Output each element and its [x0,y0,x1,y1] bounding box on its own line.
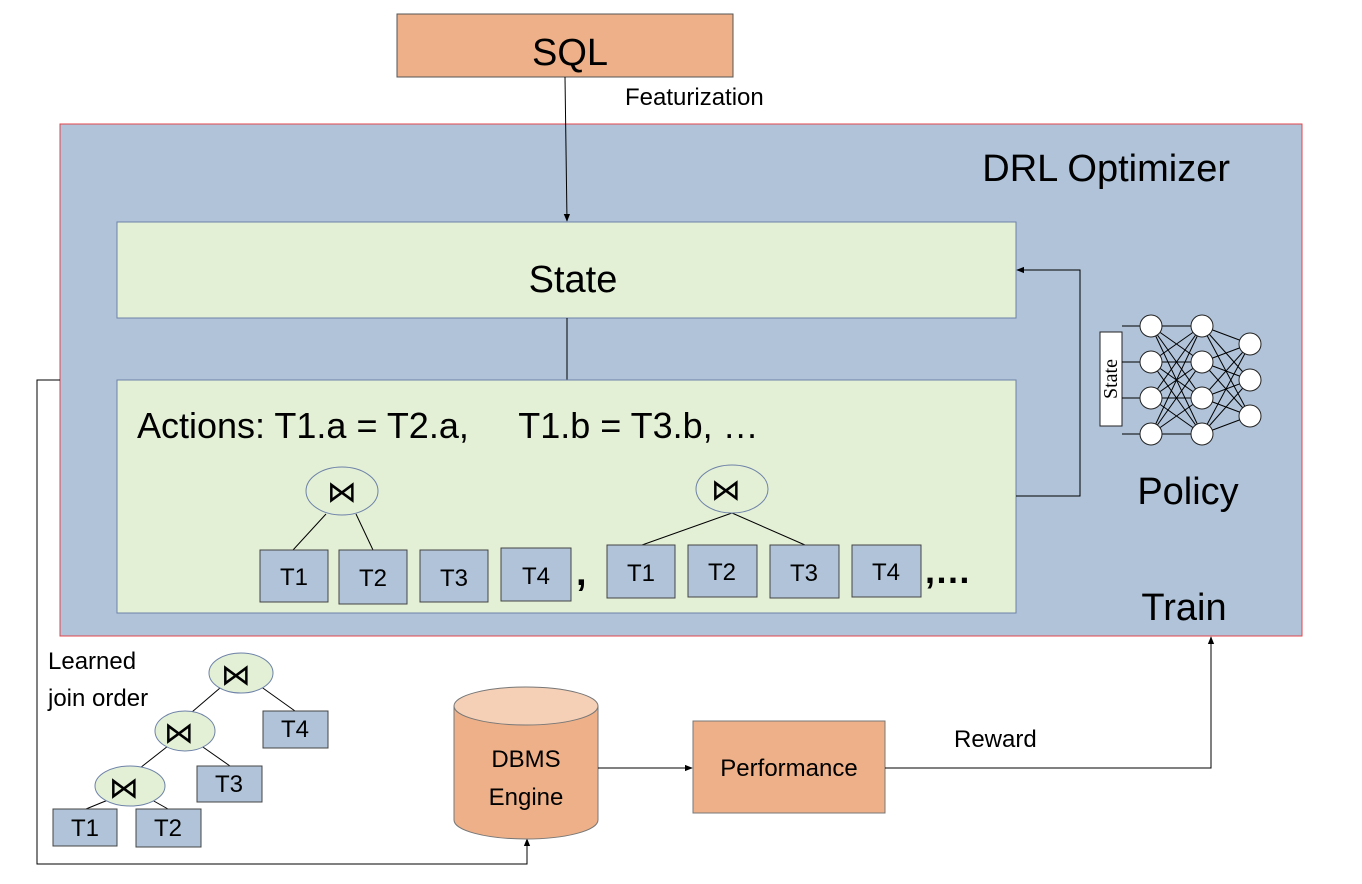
table-node-t2 [135,808,202,848]
join-symbol: ⋈ [711,474,741,507]
network-nodes [1139,314,1262,446]
sql-box [396,13,734,78]
network-neuron [1139,314,1163,338]
table-node-t2 [338,549,408,605]
tree-edge [139,745,169,769]
learned-label-line1: Learned [48,648,136,675]
learned-label-line2: join order [47,685,148,712]
continuation-ellipsis: ,… [925,550,971,591]
table-label: T3 [215,771,243,798]
reward-arrow [885,636,1215,769]
performance-box [692,720,886,814]
table-node-t3 [769,544,840,599]
policy-label: Policy [1137,471,1238,513]
table-label: T1 [280,564,308,591]
dbms-label-line1: DBMS [491,746,560,773]
table-label: T2 [708,559,736,586]
featurization-label: Featurization [625,84,764,111]
tree-edge [199,744,231,767]
network-edge [1150,325,1203,435]
table-node-t1 [259,549,329,603]
network-edge [1150,325,1203,399]
tree-edge [641,512,733,546]
table-label: T4 [872,559,900,586]
network-neuron [1139,350,1163,374]
tree-edge [731,512,806,546]
network-neuron [1238,404,1262,428]
cylinder-body [453,705,599,840]
action-join-tree-2: ⋈ T1 T2 T3 T4 ,… [606,464,971,599]
train-label: Train [1141,587,1226,629]
tree-edge [191,687,221,713]
join-node [305,466,379,516]
policy-feedback-arrow [1016,266,1081,497]
state-label: State [529,259,618,301]
performance-label: Performance [720,755,857,782]
table-node-t4 [851,544,922,598]
table-node-t4 [500,547,572,602]
network-neuron [1190,314,1214,338]
table-label: T2 [154,815,182,842]
dbms-label-line2: Engine [489,784,564,811]
dbms-engine-cylinder: DBMS Engine [453,686,599,840]
table-label: T4 [281,716,309,743]
tree-edge [85,799,109,810]
table-node-t1 [52,808,118,847]
optimizer-to-dbms-arrow [36,379,531,865]
network-neuron [1238,368,1262,392]
table-node-t1 [606,544,676,599]
tree-edge [151,799,169,810]
network-neuron [1190,422,1214,446]
cylinder-top [453,686,599,726]
tree-edge [259,685,296,712]
network-neuron [1190,386,1214,410]
network-edge [1150,361,1203,435]
table-label: T3 [440,565,468,592]
policy-state-tag [1099,331,1123,427]
tree-edge [292,513,327,551]
join-symbol: ⋈ [109,772,139,805]
featurization-arrow [563,76,571,222]
network-neuron [1238,332,1262,356]
join-node-bottom [94,765,166,807]
tree-edge [355,513,374,551]
table-label: T2 [359,565,387,592]
table-label: T4 [522,563,550,590]
table-node-t2 [687,544,758,598]
sql-label: SQL [532,32,608,74]
table-label: T3 [790,560,818,587]
join-node [695,464,769,514]
drl-optimizer-title: DRL Optimizer [982,148,1230,190]
network-neuron [1190,350,1214,374]
actions-label: Actions: T1.a = T2.a, T1.b = T3.b, … [137,405,759,446]
separator-comma: , [576,552,587,594]
action-join-tree-1: ⋈ T1 T2 T3 T4 , [259,466,587,605]
reward-label: Reward [954,726,1037,753]
join-node-middle [154,710,216,752]
network-edge [1201,343,1251,435]
table-label: T1 [627,560,655,587]
table-node-t3 [196,765,263,803]
join-symbol: ⋈ [327,476,357,509]
table-node-t3 [419,549,489,603]
join-symbol: ⋈ [164,717,194,750]
table-node-t4 [262,710,329,749]
join-symbol: ⋈ [221,659,251,692]
policy-state-tag-label: State [1100,359,1122,399]
network-edge [1201,379,1251,435]
learned-join-tree: ⋈ ⋈ ⋈ T4 T3 T1 T2 [52,652,329,848]
policy-network: State [1099,314,1262,446]
network-neuron [1139,422,1163,446]
table-label: T1 [71,815,99,842]
network-neuron [1139,386,1163,410]
join-node-root [208,652,274,694]
network-edge [1201,343,1251,399]
